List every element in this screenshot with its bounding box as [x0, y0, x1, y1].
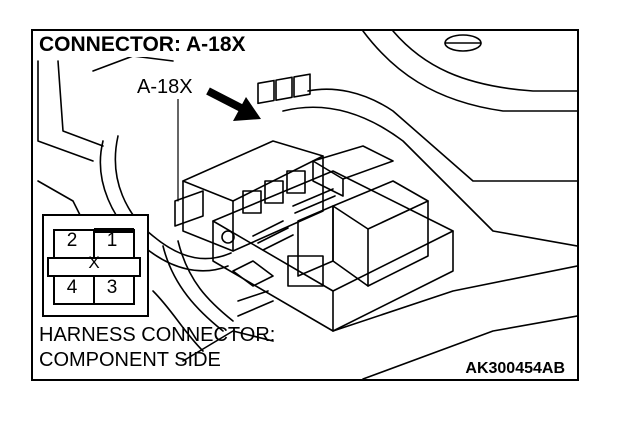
page-title: CONNECTOR: A-18X — [39, 33, 250, 57]
pin-2: 2 — [66, 230, 78, 251]
connector-pin-diagram: 2 1 X 4 3 — [42, 214, 149, 317]
pointer-arrow-icon — [206, 87, 261, 121]
connector-outline — [47, 228, 141, 305]
figure-code: AK300454AB — [465, 360, 565, 377]
figure-frame: CONNECTOR: A-18X A-18X 2 1 X 4 3 HARNESS… — [31, 29, 579, 381]
caption-line-1: HARNESS CONNECTOR: — [39, 324, 276, 346]
pin-3: 3 — [106, 277, 118, 298]
bolt-icon — [221, 230, 235, 244]
pin-1: 1 — [106, 230, 118, 251]
connector-pointer-label: A-18X — [135, 76, 195, 99]
key-mark: X — [88, 253, 100, 272]
engine-compartment-illustration — [37, 31, 577, 379]
pin-4: 4 — [66, 277, 78, 298]
caption-line-2: COMPONENT SIDE — [39, 349, 221, 371]
